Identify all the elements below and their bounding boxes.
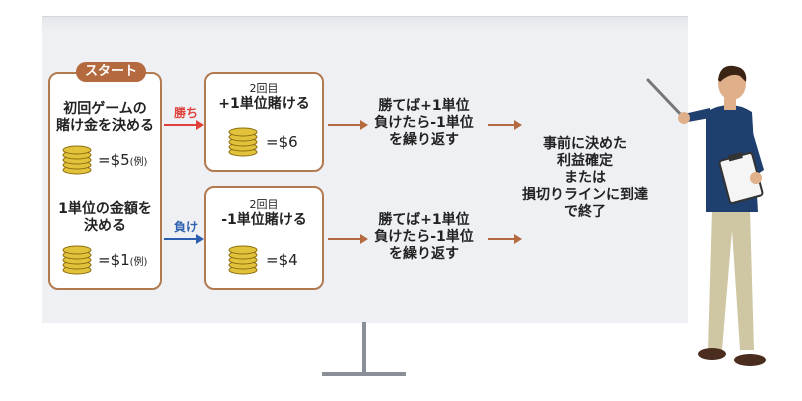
arrow-to-repeat-top-head: [360, 120, 368, 130]
repeat-rule-top: 勝てば+1単位 負けたら-1単位 を繰り返す: [364, 98, 484, 149]
whiteboard-stand-pole: [362, 322, 366, 372]
first-bet-line-1: 初回ゲームの: [63, 101, 147, 117]
lose-arrow-line: [164, 238, 196, 240]
repeat-rule-line-3: を繰り返す: [389, 246, 459, 262]
arrow-to-end-top-head: [514, 120, 522, 130]
second-round-win-box: [204, 72, 324, 172]
win-arrow-line: [164, 124, 196, 126]
first-bet-amount-note: (例): [129, 157, 148, 168]
second-round-win-round: 2回目: [249, 82, 279, 95]
repeat-rule-line-3: を繰り返す: [389, 132, 459, 148]
first-bet-line-2: 賭け金を決める: [56, 118, 154, 134]
unit-amount: =$1(例): [98, 251, 147, 269]
arrow-to-repeat-bottom: [328, 238, 360, 240]
first-bet-amount: =$5(例): [98, 151, 147, 169]
start-label: スタート: [76, 62, 146, 82]
second-round-win-action: +1単位賭ける: [218, 96, 310, 112]
unit-text: 1単位の金額を 決める: [48, 201, 162, 235]
repeat-rule-line-1: 勝てば+1単位: [378, 212, 470, 228]
unit-amount-note: (例): [129, 257, 148, 268]
repeat-rule-bottom: 勝てば+1単位 負けたら-1単位 を繰り返す: [364, 212, 484, 263]
win-branch-label: 勝ち: [174, 106, 199, 120]
coin-stack-icon: [62, 245, 92, 275]
presenter-illustration: [646, 65, 766, 366]
unit-amount-value: =$1: [98, 251, 130, 269]
second-round-lose-action: -1単位賭ける: [221, 212, 307, 228]
first-bet-text: 初回ゲームの 賭け金を決める: [48, 101, 162, 135]
first-bet-amount-value: =$5: [98, 151, 130, 169]
repeat-rule-line-2: 負けたら-1単位: [374, 115, 474, 131]
arrow-to-repeat-bottom-head: [360, 234, 368, 244]
arrow-to-end-bottom: [488, 238, 514, 240]
end-rule-line-3: または: [564, 170, 606, 186]
unit-line-1: 1単位の金額を: [58, 201, 152, 217]
end-rule-line-5: で終了: [564, 204, 606, 220]
whiteboard-stand-base: [322, 372, 406, 376]
repeat-rule-line-2: 負けたら-1単位: [374, 229, 474, 245]
second-round-lose-box: [204, 186, 324, 290]
whiteboard-top-edge: [42, 17, 688, 31]
arrow-to-end-bottom-head: [514, 234, 522, 244]
arrow-to-repeat-top: [328, 124, 360, 126]
second-round-lose-round: 2回目: [249, 198, 279, 211]
coin-stack-icon: [228, 245, 258, 275]
end-rule-line-4: 損切りラインに到達: [522, 187, 648, 203]
repeat-rule-line-1: 勝てば+1単位: [378, 98, 470, 114]
coin-stack-icon: [62, 145, 92, 175]
arrow-to-end-top: [488, 124, 514, 126]
second-round-lose-amount: =$4: [266, 251, 298, 269]
unit-line-2: 決める: [84, 218, 126, 234]
lose-branch-label: 負け: [174, 220, 199, 234]
end-rule-line-1: 事前に決めた: [543, 136, 627, 152]
end-rule-line-2: 利益確定: [557, 153, 613, 169]
coin-stack-icon: [228, 127, 258, 157]
lose-arrow-head: [196, 234, 204, 244]
end-rule: 事前に決めた 利益確定 または 損切りラインに到達 で終了: [512, 136, 658, 221]
win-arrow-head: [196, 120, 204, 130]
second-round-win-amount: =$6: [266, 133, 298, 151]
